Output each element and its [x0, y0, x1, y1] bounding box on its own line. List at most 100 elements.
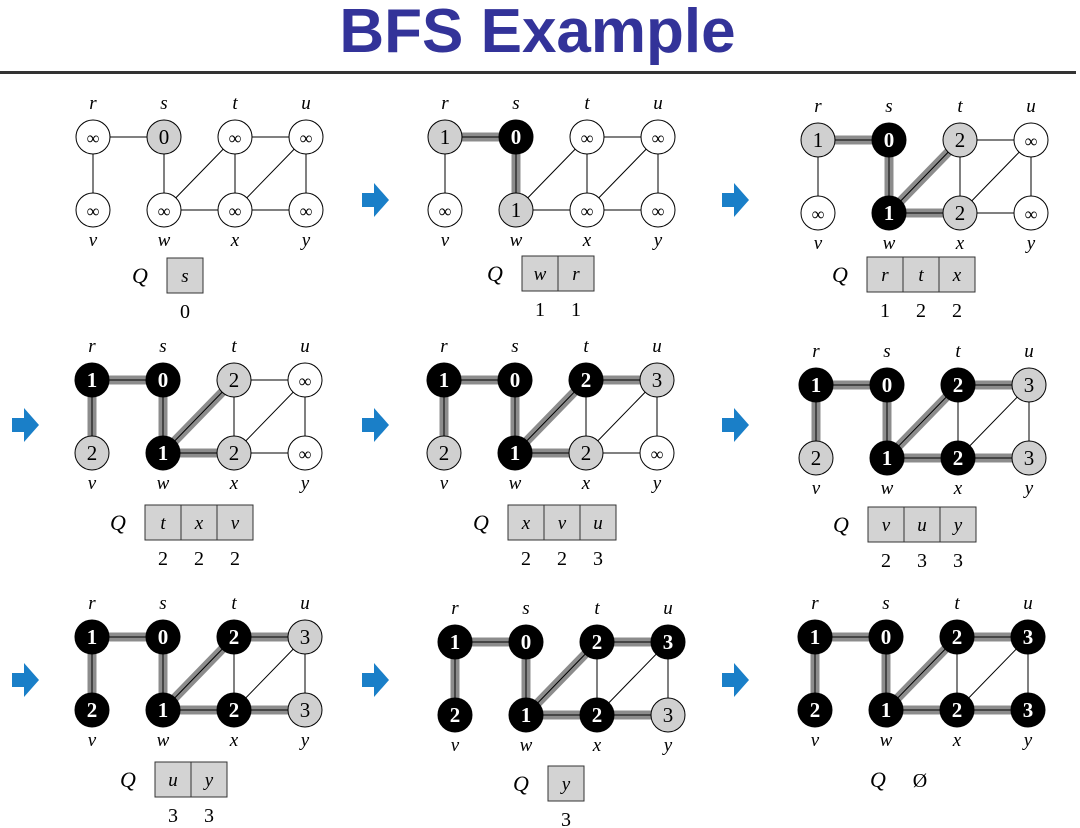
queue-cell: [507, 504, 545, 541]
vertex-node: [145, 435, 181, 471]
vertex-label: w: [881, 478, 894, 499]
queue-distance: 1: [535, 299, 545, 321]
vertex-label: t: [583, 336, 589, 357]
vertex-distance: ∞: [652, 128, 665, 148]
queue-cell: [938, 256, 976, 293]
queue-label: Q: [132, 263, 148, 288]
queue-item: r: [572, 264, 580, 285]
vertex-v: 2v: [426, 435, 462, 494]
vertex-distance: 3: [1023, 698, 1034, 722]
vertex-label: r: [88, 593, 96, 614]
queue-item: x: [194, 513, 204, 534]
vertex-node: [75, 192, 111, 228]
queue-distance: 3: [593, 548, 603, 570]
vertex-w: 1w: [869, 440, 905, 499]
vertex-distance: 2: [810, 698, 821, 722]
vertex-node: [800, 195, 836, 231]
vertex-node: [216, 362, 252, 398]
vertex-node: [508, 624, 544, 660]
vertex-label: u: [1026, 96, 1036, 117]
vertex-distance: 0: [159, 125, 170, 149]
vertex-distance: 2: [952, 698, 963, 722]
vertex-label: t: [231, 593, 237, 614]
vertex-node: [942, 122, 978, 158]
queue-item: t: [918, 265, 924, 286]
vertex-y: 3y: [1011, 440, 1047, 499]
queue-label: Q: [832, 262, 848, 287]
vertex-r: 1r: [74, 336, 110, 398]
queue-distance: 2: [881, 550, 891, 572]
vertex-label: s: [522, 598, 529, 619]
vertex-label: w: [157, 473, 170, 494]
vertex-distance: 1: [881, 698, 892, 722]
vertex-node: [1010, 619, 1046, 655]
vertex-node: [568, 435, 604, 471]
vertex-node: [1010, 692, 1046, 728]
vertex-label: y: [662, 735, 673, 756]
vertex-w: 1w: [868, 692, 904, 751]
vertex-label: r: [812, 341, 820, 362]
vertex-node: [74, 435, 110, 471]
vertex-node: [288, 119, 324, 155]
vertex-r: 1r: [800, 96, 836, 158]
vertex-v: 2v: [798, 440, 834, 499]
vertex-distance: 1: [440, 125, 451, 149]
next-step-arrow-icon: [12, 663, 39, 697]
vertex-x: 2x: [216, 435, 252, 494]
vertex-label: t: [957, 96, 963, 117]
vertex-distance: ∞: [581, 201, 594, 221]
vertex-label: r: [451, 598, 459, 619]
queue-cell: [902, 256, 940, 293]
vertex-label: s: [512, 93, 519, 114]
vertex-t: 2t: [939, 593, 975, 655]
queue-item: y: [952, 515, 963, 536]
vertex-label: u: [1024, 341, 1034, 362]
vertex-node: [640, 119, 676, 155]
vertex-distance: 2: [450, 703, 461, 727]
queue-item: v: [558, 513, 567, 534]
vertex-r: 1r: [426, 336, 462, 398]
vertex-label: s: [882, 593, 889, 614]
next-step-arrow-icon: [362, 183, 389, 217]
vertex-distance: 1: [158, 698, 169, 722]
vertex-s: 0s: [508, 598, 544, 660]
vertex-node: [217, 119, 253, 155]
vertex-distance: 0: [511, 125, 522, 149]
vertex-node: [216, 692, 252, 728]
vertex-node: [871, 195, 907, 231]
vertex-label: v: [441, 230, 450, 251]
vertex-label: v: [811, 730, 820, 751]
vertex-r: 1r: [798, 341, 834, 403]
vertex-node: [800, 122, 836, 158]
vertex-node: [650, 697, 686, 733]
queue-cell: [216, 504, 254, 541]
vertex-node: [579, 624, 615, 660]
vertex-distance: ∞: [229, 128, 242, 148]
vertex-u: 3u: [1010, 593, 1046, 655]
vertex-label: t: [584, 93, 590, 114]
vertex-u: ∞u: [288, 93, 324, 155]
vertex-node: [145, 362, 181, 398]
vertex-t: 2t: [216, 593, 252, 655]
queue-cell: [166, 257, 204, 294]
vertex-node: [871, 122, 907, 158]
vertex-node: [437, 624, 473, 660]
queue-label: Q: [513, 771, 529, 796]
vertex-distance: 0: [521, 630, 532, 654]
vertex-node: [427, 192, 463, 228]
vertex-distance: 1: [87, 625, 98, 649]
vertex-label: w: [509, 473, 522, 494]
queue-item: u: [168, 770, 178, 791]
vertex-s: 0s: [868, 593, 904, 655]
queue-distance: 3: [917, 550, 927, 572]
vertex-y: ∞y: [288, 192, 324, 251]
vertex-distance: 2: [229, 441, 240, 465]
vertex-distance: ∞: [158, 201, 171, 221]
vertex-node: [798, 367, 834, 403]
slide-title: BFS Example: [339, 0, 736, 66]
queue-distance: 2: [952, 300, 962, 322]
queue-cell: [547, 765, 585, 802]
